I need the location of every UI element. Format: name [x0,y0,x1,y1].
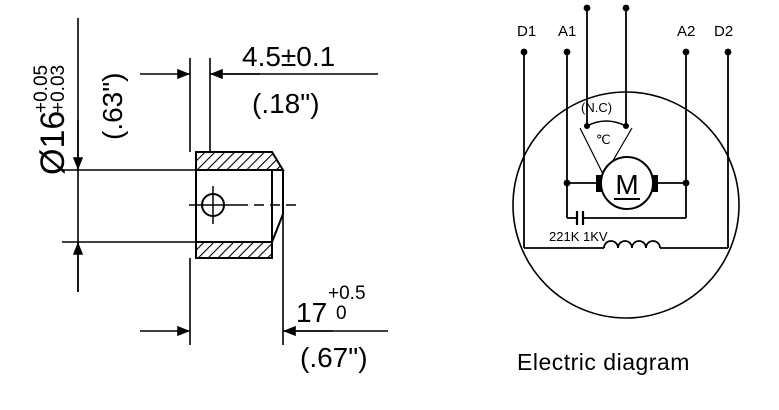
svg-text:+0.05: +0.05 [31,65,52,113]
length-dimension [140,214,388,345]
svg-text:17: 17 [296,297,327,328]
svg-text:Ø16: Ø16 [34,111,72,175]
svg-text:0: 0 [336,303,347,324]
temperature-symbol: ℃ [596,132,611,147]
diameter-dimension [62,18,196,292]
svg-text:(.63"): (.63") [97,72,128,140]
motor-brush-left [596,175,603,192]
motor-circle [600,156,654,210]
electric-diagram: D1 A1 A2 D2 [512,4,740,375]
shaft-drawing [189,151,296,259]
svg-text:+0.5: +0.5 [328,283,366,304]
thermal-switch-label: (N.C) [581,100,612,115]
capacitor-label: 221K 1KV [549,229,608,244]
motor-symbol: M [615,169,638,200]
terminal-label-d2: D2 [714,23,733,40]
length-label: 17 +0.5 0 [296,283,366,328]
length-imperial: (.67") [300,342,368,373]
thermal-switch-arc [586,120,627,127]
width-imperial: (.18") [252,88,320,119]
svg-text:+0.03: +0.03 [48,65,69,113]
terminal-label-a2: A2 [677,23,695,40]
terminal-label-a1: A1 [558,23,576,40]
motor-brush-right [651,175,658,192]
terminal-label-d1: D1 [517,23,536,40]
width-dimension [140,58,378,152]
inductor-coil [603,240,661,249]
width-value: 4.5±0.1 [242,41,335,72]
shaft-bottom-wall [195,241,273,259]
shaft-top-wall [195,151,285,171]
diameter-imperial-label: (.63") [97,72,128,140]
diagram-caption: Electric diagram [517,349,690,375]
diameter-label: Ø16 +0.05 +0.03 [31,65,72,175]
